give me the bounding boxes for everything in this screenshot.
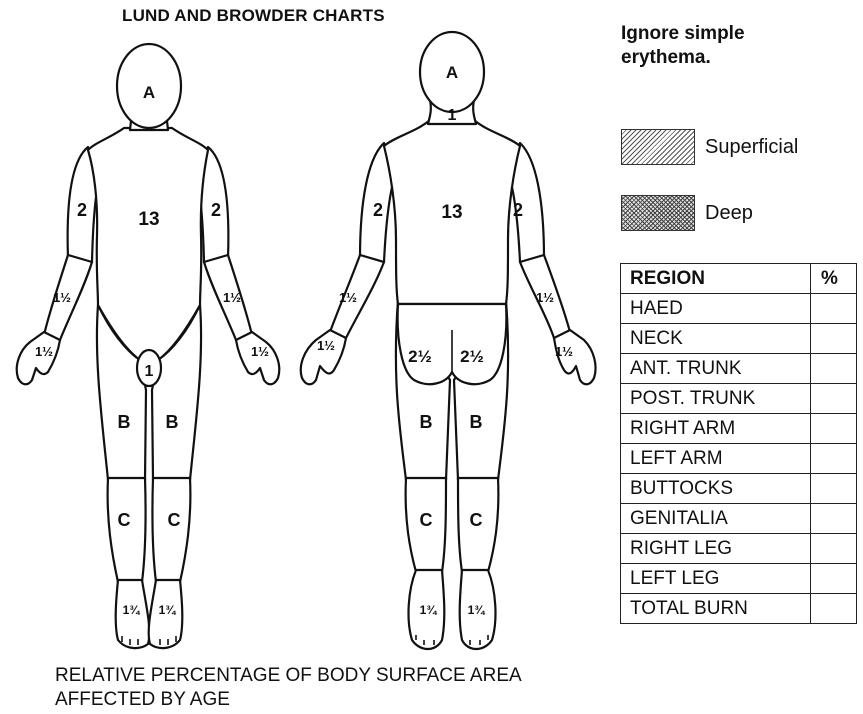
legend-deep: Deep — [621, 193, 753, 233]
percent-cell[interactable] — [811, 504, 857, 534]
table-row: BUTTOCKS — [621, 474, 857, 504]
table-header-row: REGION % — [621, 264, 857, 294]
table-row: ANT. TRUNK — [621, 354, 857, 384]
legend-superficial-label: Superficial — [705, 136, 798, 159]
percent-cell[interactable] — [811, 444, 857, 474]
front-left-foot-label: 1¾ — [159, 603, 177, 617]
table-row: RIGHT ARM — [621, 414, 857, 444]
front-left-thigh-label: B — [166, 412, 179, 432]
superficial-swatch — [621, 129, 695, 165]
back-right-lower-leg-label: C — [420, 510, 433, 530]
region-cell: LEFT LEG — [621, 564, 811, 594]
percent-cell[interactable] — [811, 354, 857, 384]
table-row: LEFT LEG — [621, 564, 857, 594]
legend-superficial: Superficial — [621, 127, 798, 167]
table-row: HAED — [621, 294, 857, 324]
deep-swatch — [621, 195, 695, 231]
front-right-thigh-label: B — [118, 412, 131, 432]
front-trunk-label: 13 — [138, 209, 159, 230]
back-right-forearm-label: 1½ — [339, 290, 357, 305]
region-cell: BUTTOCKS — [621, 474, 811, 504]
back-head-label: A — [446, 63, 458, 82]
caption: RELATIVE PERCENTAGE OF BODY SURFACE AREA… — [55, 664, 522, 712]
region-cell: ANT. TRUNK — [621, 354, 811, 384]
body-figures: A 13 2 2 1½ 1½ 1½ 1½ 1 B B C C 1¾ 1¾ A 1… — [0, 0, 600, 660]
erythema-note: Ignore simple erythema. — [621, 22, 821, 70]
percent-cell[interactable] — [811, 534, 857, 564]
back-right-hand-label: 1½ — [317, 338, 335, 353]
caption-line-1: RELATIVE PERCENTAGE OF BODY SURFACE AREA — [55, 664, 522, 688]
percent-cell[interactable] — [811, 294, 857, 324]
caption-line-2: AFFECTED BY AGE — [55, 688, 522, 712]
percent-cell[interactable] — [811, 384, 857, 414]
back-right-foot-label: 1¾ — [420, 603, 438, 617]
back-left-lower-leg-label: C — [470, 510, 483, 530]
table-row: LEFT ARM — [621, 444, 857, 474]
back-left-forearm-label: 1½ — [536, 290, 554, 305]
table-row: NECK — [621, 324, 857, 354]
table-row: TOTAL BURN — [621, 594, 857, 624]
front-right-forearm-label: 1½ — [53, 290, 71, 305]
front-left-upper-arm-label: 2 — [211, 200, 221, 220]
table-row: RIGHT LEG — [621, 534, 857, 564]
front-left-forearm-label: 1½ — [223, 290, 241, 305]
back-right-buttock-label: 2½ — [408, 347, 432, 366]
percent-cell[interactable] — [811, 414, 857, 444]
percent-cell[interactable] — [811, 324, 857, 354]
back-neck-label: 1 — [448, 107, 457, 124]
table-row: GENITALIA — [621, 504, 857, 534]
table-row: POST. TRUNK — [621, 384, 857, 414]
back-trunk-label: 13 — [441, 202, 462, 223]
legend-deep-label: Deep — [705, 202, 753, 225]
percent-cell[interactable] — [811, 594, 857, 624]
region-cell: GENITALIA — [621, 504, 811, 534]
region-cell: HAED — [621, 294, 811, 324]
region-table: REGION % HAED NECK ANT. TRUNK POST. TRUN… — [620, 263, 857, 624]
front-right-hand-label: 1½ — [35, 344, 53, 359]
back-left-buttock-label: 2½ — [460, 347, 484, 366]
front-left-lower-leg-label: C — [168, 510, 181, 530]
region-cell: POST. TRUNK — [621, 384, 811, 414]
region-header: REGION — [621, 264, 811, 294]
front-head-label: A — [143, 83, 155, 102]
back-figure — [301, 32, 596, 649]
region-cell: RIGHT LEG — [621, 534, 811, 564]
front-right-lower-leg-label: C — [118, 510, 131, 530]
front-right-lower-leg — [108, 478, 146, 582]
front-left-lower-leg — [152, 478, 190, 582]
region-cell: TOTAL BURN — [621, 594, 811, 624]
back-left-thigh-label: B — [470, 412, 483, 432]
front-right-upper-arm-label: 2 — [77, 200, 87, 220]
back-right-upper-arm-label: 2 — [373, 200, 383, 220]
region-cell: LEFT ARM — [621, 444, 811, 474]
front-figure — [17, 44, 280, 648]
back-left-upper-arm-label: 2 — [513, 200, 523, 220]
back-left-foot-label: 1¾ — [468, 603, 486, 617]
percent-cell[interactable] — [811, 564, 857, 594]
front-genitalia-label: 1 — [145, 363, 154, 380]
back-left-hand-label: 1½ — [555, 344, 573, 359]
region-cell: RIGHT ARM — [621, 414, 811, 444]
front-right-foot-label: 1¾ — [123, 603, 141, 617]
region-cell: NECK — [621, 324, 811, 354]
front-left-hand-label: 1½ — [251, 344, 269, 359]
percent-header: % — [811, 264, 857, 294]
percent-cell[interactable] — [811, 474, 857, 504]
back-right-thigh-label: B — [420, 412, 433, 432]
